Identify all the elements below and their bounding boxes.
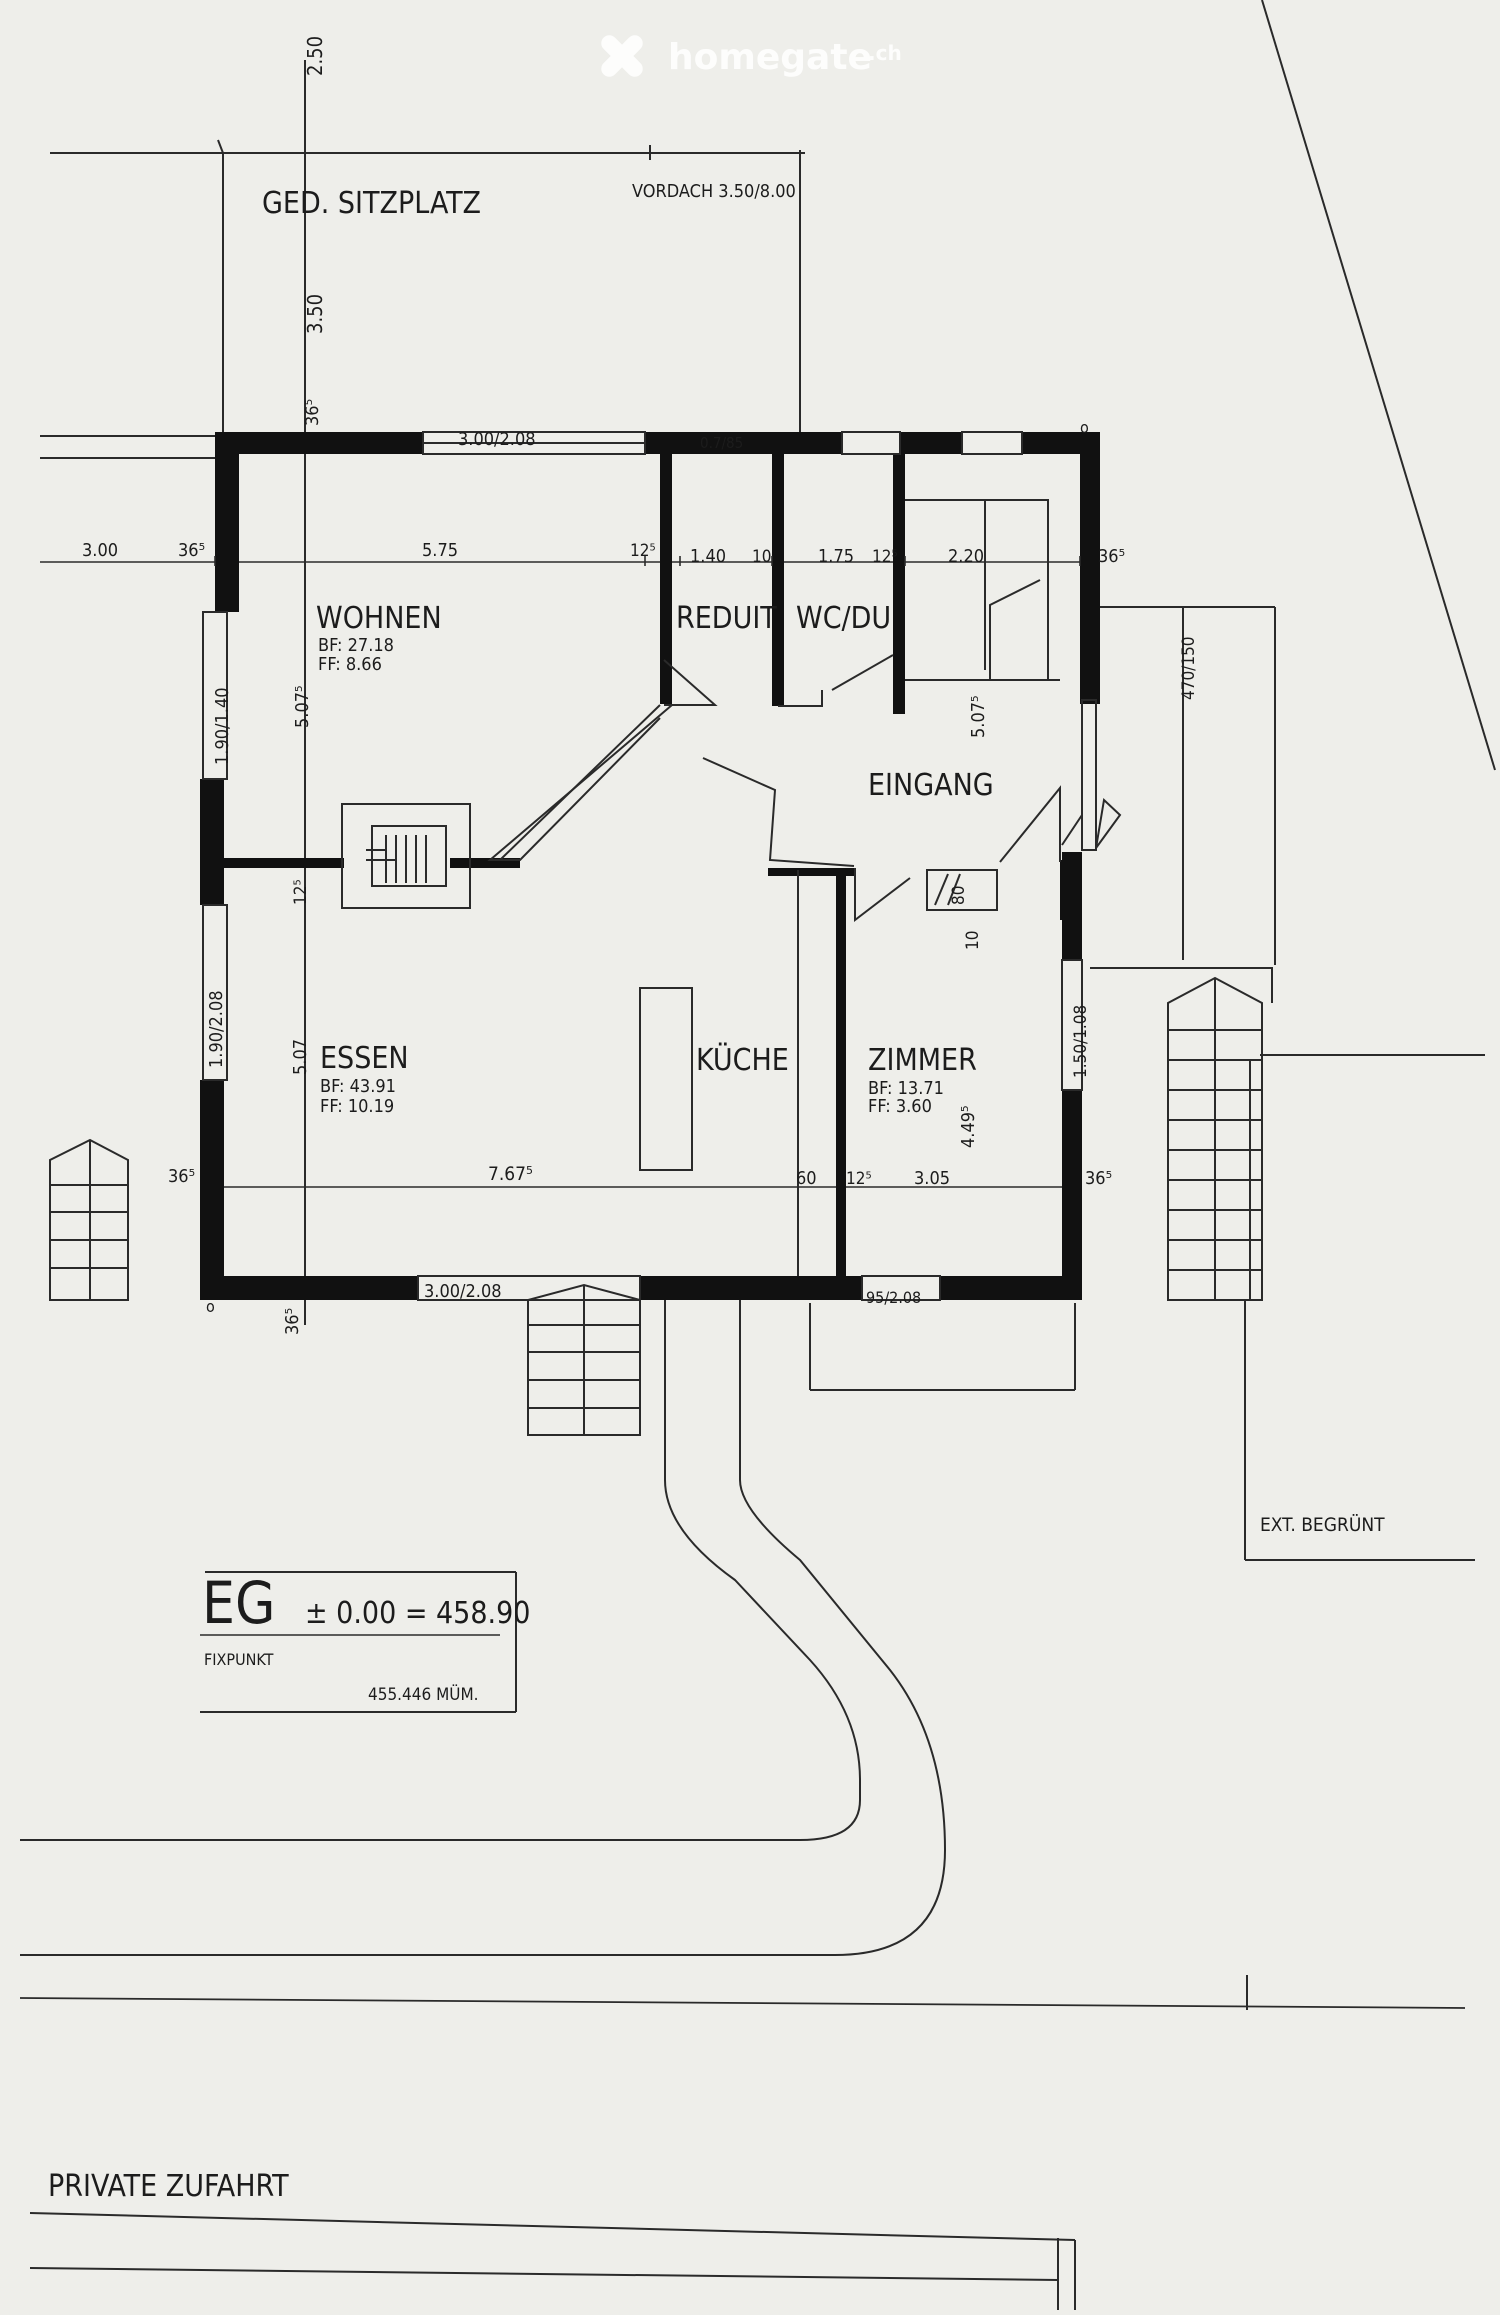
label-fixpunkt: FIXPUNKT — [204, 1650, 274, 1669]
room-wc-du: WC/DU — [796, 601, 891, 636]
dim-wc-small: 80 — [949, 886, 969, 905]
homegate-x-logo — [601, 35, 643, 77]
exterior-stair-front — [527, 1283, 641, 1436]
watermark-brand: homegate — [668, 37, 872, 78]
dim-10-vertical: 10 — [963, 931, 983, 950]
interior-walls — [224, 454, 1082, 1276]
dim-left-365: 36⁵ — [178, 540, 205, 561]
dim-right-window-zimmer: 1.50/1.08 — [1071, 1005, 1091, 1078]
dim-7675: 7.67⁵ — [488, 1163, 533, 1185]
dim-175: 1.75 — [818, 546, 854, 567]
dim-top-250: 2.50 — [303, 36, 327, 76]
label-mum: 455.446 MÜM. — [368, 1683, 479, 1705]
dim-top-350: 3.50 — [303, 294, 327, 334]
room-reduit: REDUIT — [676, 601, 777, 636]
label-vordach: VORDACH 3.50/8.00 — [632, 181, 796, 202]
dim-140: 1.40 — [690, 546, 726, 567]
room-wohnen-ff: FF: 8.66 — [318, 654, 382, 675]
level-info-box: EG ± 0.00 = 458.90 FIXPUNKT 455.446 MÜM. — [200, 1569, 530, 1713]
room-essen-bf: BF: 43.91 — [320, 1076, 396, 1097]
dim-305: 3.05 — [914, 1168, 950, 1189]
dim-right-470: 470/150 — [1179, 636, 1199, 700]
exterior-walls — [200, 432, 1100, 1300]
site-lines — [19, 0, 1496, 2310]
level-elevation: ± 0.00 = 458.90 — [305, 1596, 530, 1631]
dim-220: 2.20 — [948, 546, 984, 567]
dim-125-c: 12⁵ — [846, 1169, 872, 1189]
windows — [202, 431, 1097, 1301]
room-essen: ESSEN — [320, 1041, 409, 1076]
room-wohnen: WOHNEN — [316, 601, 442, 636]
room-eingang: EINGANG — [868, 768, 994, 803]
dim-window-reduit-top: 0.7/85 — [700, 434, 743, 452]
exterior-stair-right — [1090, 967, 1273, 1301]
dim-4495: 4.49⁵ — [958, 1105, 979, 1148]
level-name: EG — [202, 1569, 275, 1637]
room-zimmer-bf: BF: 13.71 — [868, 1078, 944, 1099]
dim-125-a: 12⁵ — [630, 541, 656, 561]
label-ext-begruent: EXT. BEGRÜNT — [1260, 1513, 1385, 1536]
dim-bottom-365: 36⁵ — [282, 1308, 303, 1335]
room-zimmer: ZIMMER — [868, 1043, 977, 1078]
dim-top-365: 36⁵ — [302, 399, 323, 426]
dim-125-b: 12⁵ — [872, 547, 898, 567]
dim-507-essen: 5.07 — [290, 1039, 311, 1075]
dim-window-wohnen-top: 3.00/2.08 — [458, 429, 536, 450]
room-kueche: KÜCHE — [696, 1042, 789, 1078]
dim-right-365: 36⁵ — [1098, 546, 1125, 567]
dim-left-window-wohnen: 1.90/1.40 — [212, 687, 233, 765]
watermark-tld: .ch — [868, 41, 902, 65]
room-essen-ff: FF: 10.19 — [320, 1096, 394, 1117]
room-wohnen-bf: BF: 27.18 — [318, 635, 394, 656]
dim-bottom-left-365: 36⁵ — [168, 1166, 195, 1187]
exterior-stair-left — [49, 1138, 129, 1301]
label-private-zufahrt: PRIVATE ZUFAHRT — [48, 2169, 289, 2204]
dim-507-wohnen: 5.07⁵ — [292, 685, 313, 728]
dim-bottom-right-365: 36⁵ — [1085, 1168, 1112, 1189]
homegate-watermark: homegate .ch — [601, 35, 902, 78]
dim-left-300: 3.00 — [82, 540, 118, 561]
label-ged-sitzplatz: GED. SITZPLATZ — [262, 186, 481, 221]
dim-60: 60 — [796, 1168, 817, 1189]
doors-and-fittings — [341, 499, 1122, 1276]
dim-corner-top-right: o — [1080, 418, 1089, 437]
dimension-lines — [214, 556, 1276, 620]
dim-125-vertical: 12⁵ — [291, 879, 311, 905]
dim-575: 5.75 — [422, 540, 458, 561]
dim-window-zimmer-bottom: 95/2.08 — [866, 1288, 921, 1307]
dim-window-essen-bottom: 3.00/2.08 — [424, 1281, 502, 1302]
room-zimmer-ff: FF: 3.60 — [868, 1096, 932, 1117]
dim-left-window-essen: 1.90/2.08 — [206, 990, 227, 1068]
dim-507-eingang: 5.07⁵ — [968, 695, 989, 738]
dim-10-a: 10 — [752, 547, 771, 567]
dim-corner-bottom-left: o — [206, 1297, 215, 1316]
